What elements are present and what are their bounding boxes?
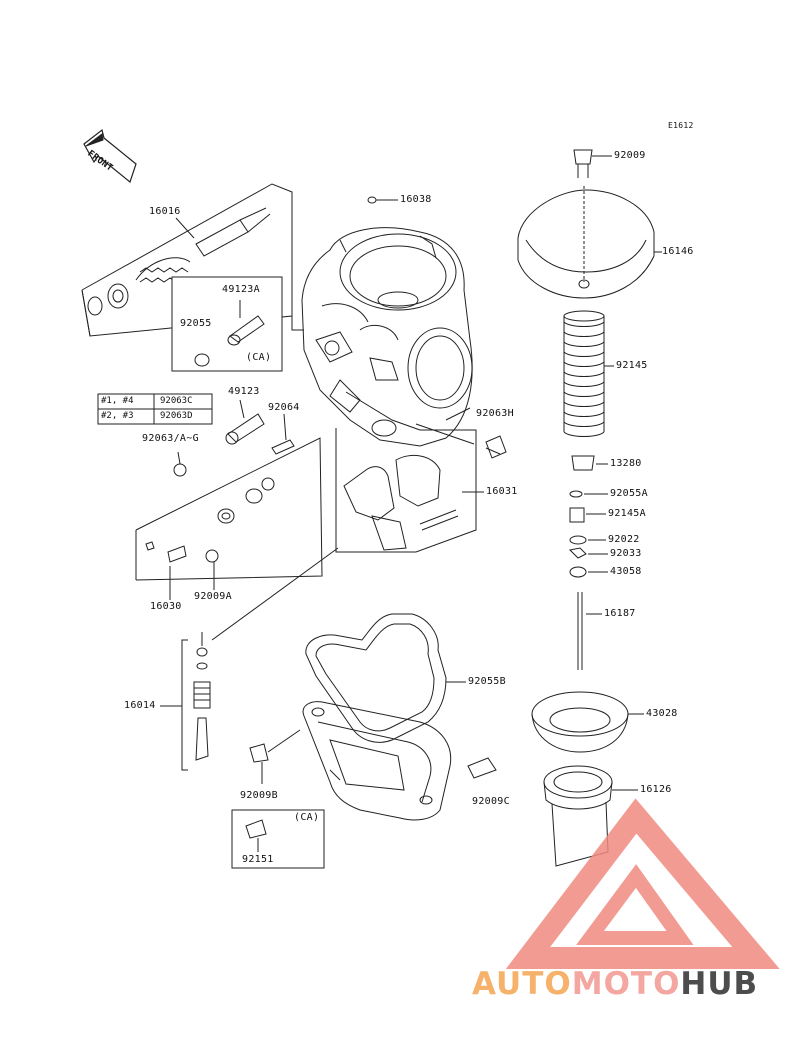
callout-16126: 16126 xyxy=(640,784,672,795)
pilot-screw-ca xyxy=(227,315,265,346)
callout-16014: 16014 xyxy=(124,700,156,711)
callout-16146: 16146 xyxy=(662,246,694,257)
callout-92064: 92064 xyxy=(268,402,300,413)
callout-16016: 16016 xyxy=(149,206,181,217)
watermark-hub: HUB xyxy=(680,966,759,1002)
variant-label-ca-2: (CA) xyxy=(294,812,320,823)
table-row-2-part: 92063D xyxy=(160,411,193,421)
callout-43058: 43058 xyxy=(610,566,642,577)
callout-92063H: 92063H xyxy=(476,408,514,419)
callout-16038: 16038 xyxy=(400,194,432,205)
callout-92022: 92022 xyxy=(608,534,640,545)
slide-assembly xyxy=(343,454,459,551)
watermark-moto: MOTO xyxy=(571,966,681,1002)
callout-16031: 16031 xyxy=(486,486,518,497)
table-row-2-cyl: #2, #3 xyxy=(101,411,134,421)
callout-92055B: 92055B xyxy=(468,676,506,687)
callout-92063AG: 92063/A~G xyxy=(142,433,199,444)
callout-49123A: 49123A xyxy=(222,284,260,295)
float-bowl xyxy=(302,701,452,821)
table-row-1-cyl: #1, #4 xyxy=(101,396,134,406)
callout-16187: 16187 xyxy=(604,608,636,619)
callout-92009C: 92009C xyxy=(472,796,510,807)
callout-92055A: 92055A xyxy=(610,488,648,499)
watermark-auto: AUTO xyxy=(472,966,572,1002)
callout-92055: 92055 xyxy=(180,318,212,329)
callout-92145A: 92145A xyxy=(608,508,646,519)
choke-plunger xyxy=(87,207,271,316)
callout-49123: 49123 xyxy=(228,386,260,397)
callout-92033: 92033 xyxy=(610,548,642,559)
callout-92009: 92009 xyxy=(614,150,646,161)
callout-43028: 43028 xyxy=(646,708,678,719)
callout-13280: 13280 xyxy=(610,458,642,469)
spring xyxy=(563,310,605,437)
front-arrow-icon xyxy=(83,128,137,184)
table-row-1-part: 92063C xyxy=(160,396,193,406)
top-cover xyxy=(517,186,655,299)
diaphragm xyxy=(531,691,629,753)
callout-92009A: 92009A xyxy=(194,591,232,602)
bowl-gasket xyxy=(305,613,447,743)
callout-92145: 92145 xyxy=(616,360,648,371)
callout-92151: 92151 xyxy=(242,854,274,865)
carburetor-body xyxy=(301,227,473,447)
diagram-code: E1612 xyxy=(668,121,694,130)
callout-16030: 16030 xyxy=(150,601,182,612)
piston xyxy=(543,765,613,867)
callout-92009B: 92009B xyxy=(240,790,278,801)
variant-label-ca-1: (CA) xyxy=(246,352,272,363)
watermark-text: AUTOMOTOHUB xyxy=(472,966,758,1002)
